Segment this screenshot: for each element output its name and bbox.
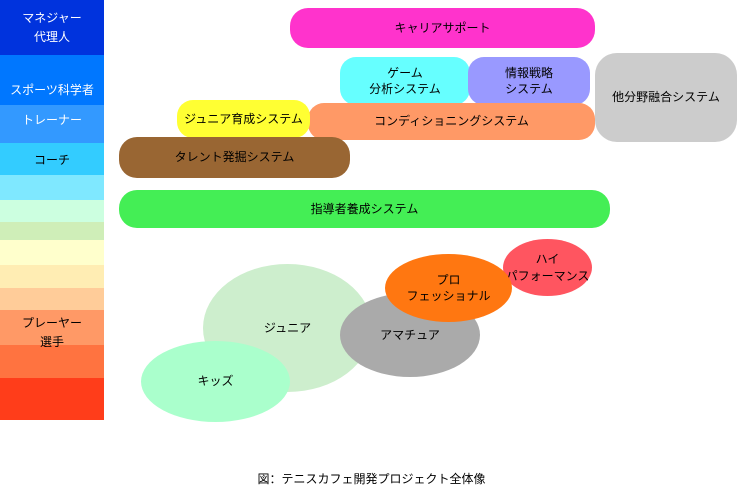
ellipse-kids-level: キッズ (141, 341, 290, 422)
role-bar-segment (0, 240, 104, 265)
figure-caption: 図：テニスカフェ開発プロジェクト全体像 (257, 472, 486, 486)
role-label-trainer: トレーナー (21, 113, 82, 127)
role-bar-segment (0, 0, 104, 55)
role-bar-segment (0, 265, 104, 288)
box-talent-scouting-system: タレント発掘システム (119, 137, 350, 178)
role-label-sports-scientist: スポーツ科学者 (10, 83, 94, 97)
role-bar-segment (0, 175, 104, 200)
box-game-analysis-system: ゲーム 分析システム (340, 57, 470, 105)
role-bar-segment (0, 200, 104, 222)
role-bar-segment (0, 288, 104, 310)
role-bar-segment (0, 105, 104, 143)
ellipse-high-performance-level: ハイ パフォーマンス (503, 239, 592, 296)
box-career-support: キャリアサポート (290, 8, 595, 48)
role-bar-segment (0, 143, 104, 175)
role-label-manager: マネジャー 代理人 (22, 11, 82, 44)
role-bar-segment (0, 222, 104, 240)
role-bar-segment (0, 345, 104, 378)
role-bar-segment (0, 55, 104, 105)
ellipse-professional-level: プロ フェッショナル (385, 254, 512, 322)
box-conditioning-system: コンディショニングシステム (308, 103, 595, 140)
role-bar-segment (0, 310, 104, 345)
box-cross-field-fusion-system: 他分野融合システム (595, 53, 737, 142)
box-coach-training-system: 指導者養成システム (119, 190, 610, 228)
box-info-strategy-system: 情報戦略 システム (468, 57, 590, 105)
role-bar-segment (0, 378, 104, 420)
role-label-coach: コーチ (33, 153, 70, 167)
box-junior-development-system: ジュニア育成システム (177, 100, 310, 138)
role-label-player: プレーヤー 選手 (21, 316, 82, 349)
